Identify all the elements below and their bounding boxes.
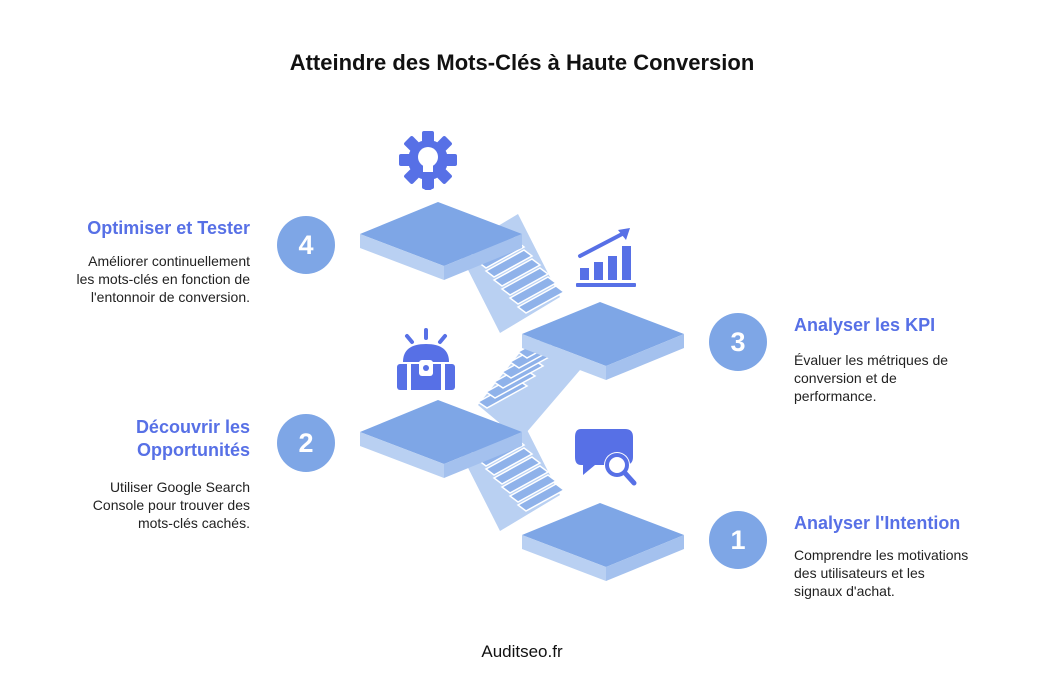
step-heading-2: Découvrir les Opportunités	[135, 417, 250, 460]
step-description-4: Améliorer continuellement les mots-clés …	[76, 253, 250, 305]
step-heading-3: Analyser les KPI	[794, 315, 936, 335]
step-description-3: Évaluer les métriques de conversion et d…	[794, 352, 949, 404]
step-number-3: 3	[709, 313, 767, 371]
step-number-2: 2	[277, 414, 335, 472]
diagram-title: Atteindre des Mots-Clés à Haute Conversi…	[289, 50, 755, 75]
platform-step-1	[522, 503, 684, 581]
search-chat-icon	[575, 429, 637, 486]
step-number-4: 4	[277, 216, 335, 274]
platform-step-2	[360, 400, 522, 478]
step-heading-4: Optimiser et Tester	[87, 218, 250, 238]
step-description-2: Utiliser Google Search Console pour trou…	[92, 479, 250, 531]
gear-bulb-icon	[399, 131, 457, 190]
platform-step-3	[522, 302, 684, 380]
footer-brand: Auditseo.fr	[481, 642, 563, 661]
platform-step-4	[360, 202, 522, 280]
bar-chart-icon	[576, 228, 636, 287]
step-number-1: 1	[709, 511, 767, 569]
treasure-chest-icon	[397, 328, 455, 390]
step-heading-1: Analyser l'Intention	[794, 513, 961, 533]
step-description-1: Comprendre les motivations des utilisate…	[794, 547, 969, 599]
